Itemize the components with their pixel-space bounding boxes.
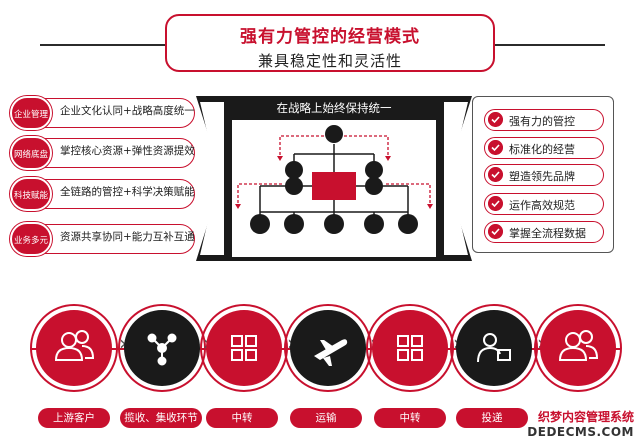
center-heading: 在战略上始终保持统一 <box>276 101 392 115</box>
org-chart <box>232 120 436 257</box>
left-item-badge: 企业管理 <box>10 96 52 130</box>
process-ring <box>30 304 118 392</box>
process-ring <box>284 304 372 392</box>
right-item-1: 强有力的管控 <box>484 109 604 131</box>
title-box: 强有力管控的经营模式 兼具稳定性和灵活性 <box>165 14 495 72</box>
left-item-text: 掌控核心资源+弹性资源提效 <box>60 145 195 157</box>
right-item-text: 塑造领先品牌 <box>509 170 575 183</box>
left-item-2: 掌控核心资源+弹性资源提效 网络底盘 <box>10 136 195 170</box>
process-step-1 <box>30 304 118 392</box>
right-item-text: 运作高效规范 <box>509 199 575 212</box>
check-icon <box>488 224 503 239</box>
left-item-bar <box>30 224 195 254</box>
process-label-4: 运输 <box>290 408 362 428</box>
process-label-5: 中转 <box>374 408 446 428</box>
check-icon <box>488 112 503 127</box>
left-item-4: 资源共享协同+能力互补互通 业务多元 <box>10 222 195 256</box>
process-step-6 <box>450 304 538 392</box>
process-ring <box>118 304 206 392</box>
left-item-text: 企业文化认同+战略高度统一 <box>60 105 195 117</box>
right-item-text: 强有力的管控 <box>509 115 575 128</box>
right-arrow-shape <box>440 96 472 261</box>
watermark: 织梦内容管理系统 DEDECMS.COM <box>527 408 634 439</box>
process-step-5 <box>366 304 454 392</box>
left-item-text: 全链路的管控+科学决策赋能 <box>60 186 195 198</box>
process-ring <box>450 304 538 392</box>
watermark-line2: DEDECMS.COM <box>527 425 634 439</box>
watermark-line1: 织梦内容管理系统 <box>537 410 634 424</box>
left-item-badge: 网络底盘 <box>10 136 52 170</box>
process-ring <box>200 304 288 392</box>
center-panel: 在战略上始终保持统一 <box>228 96 440 261</box>
left-item-badge: 业务多元 <box>10 222 52 256</box>
page-subtitle: 兼具稳定性和灵活性 <box>257 52 402 70</box>
process-ring <box>366 304 454 392</box>
process-step-7 <box>534 304 622 392</box>
org-chart-graphic <box>235 125 433 234</box>
right-item-4: 运作高效规范 <box>484 193 604 215</box>
process-label-1: 上游客户 <box>38 408 110 428</box>
process-step-3 <box>200 304 288 392</box>
right-item-text: 标准化的经营 <box>509 143 575 156</box>
left-item-bar <box>30 98 195 128</box>
process-label-2: 揽收、集收环节 <box>120 408 202 428</box>
left-item-badge: 科技赋能 <box>10 177 52 211</box>
title-rule-right <box>495 44 605 46</box>
title-rule-left <box>40 44 165 46</box>
right-item-text: 掌握全流程数据 <box>509 227 586 240</box>
check-icon <box>488 167 503 182</box>
left-item-1: 企业文化认同+战略高度统一 企业管理 <box>10 96 195 130</box>
right-item-2: 标准化的经营 <box>484 137 604 159</box>
right-item-3: 塑造领先品牌 <box>484 164 604 186</box>
process-step-2 <box>118 304 206 392</box>
check-icon <box>488 140 503 155</box>
left-item-text: 资源共享协同+能力互补互通 <box>60 231 195 243</box>
page-title: 强有力管控的经营模式 <box>240 27 420 47</box>
left-item-bar <box>30 138 195 168</box>
left-arrow-shape <box>196 96 228 261</box>
process-step-4 <box>284 304 372 392</box>
left-item-bar <box>30 179 195 209</box>
check-icon <box>488 196 503 211</box>
left-item-3: 全链路的管控+科学决策赋能 科技赋能 <box>10 177 195 211</box>
process-label-6: 投递 <box>456 408 528 428</box>
right-item-5: 掌握全流程数据 <box>484 221 604 243</box>
process-label-3: 中转 <box>206 408 278 428</box>
process-ring <box>534 304 622 392</box>
